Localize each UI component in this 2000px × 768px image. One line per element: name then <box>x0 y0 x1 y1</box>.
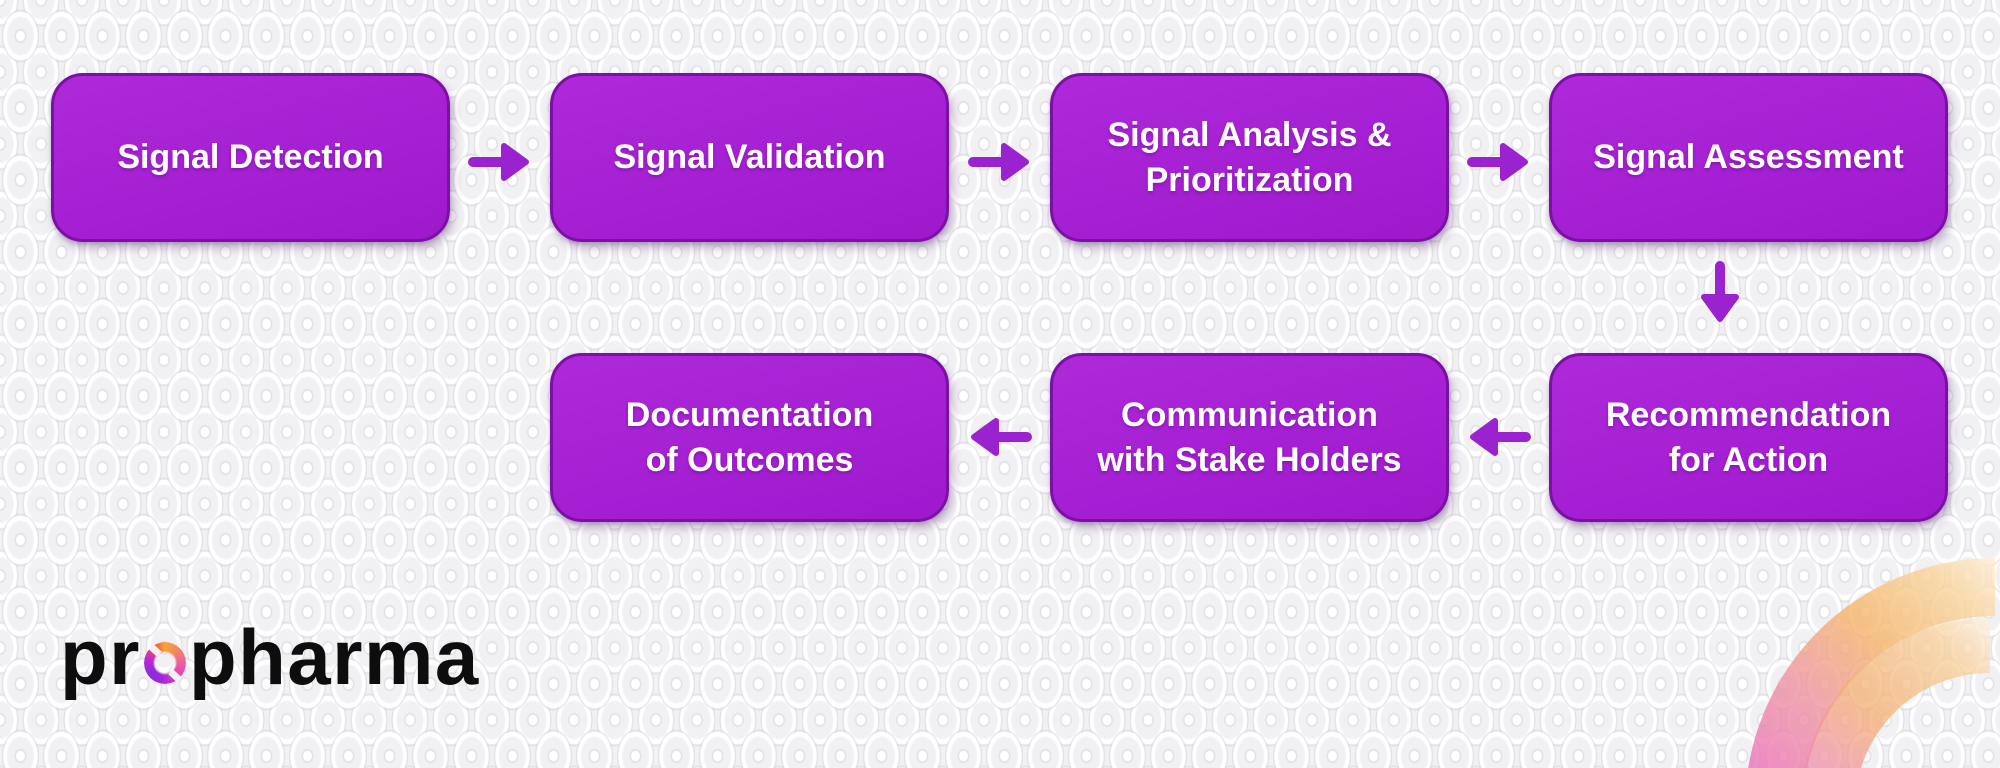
corner-arc-decoration <box>1748 558 1995 768</box>
flow-box-label: Signal Validation <box>613 138 886 177</box>
arrow-right-icon <box>468 143 529 181</box>
flow-box-label: Signal Analysis & <box>1107 116 1392 155</box>
flow-box-signal-detection: Signal Detection <box>51 73 450 242</box>
flow-box-communication-with-stake-holders: Communication with Stake Holders <box>1050 353 1449 522</box>
flow-box-label: of Outcomes <box>645 440 854 479</box>
flow-box-documentation-of-outcomes: Documentation of Outcomes <box>550 353 949 522</box>
flow-box-signal-validation: Signal Validation <box>550 73 949 242</box>
flow-box-signal-assessment: Signal Assessment <box>1549 73 1948 242</box>
flow-box-label: Communication <box>1121 396 1378 435</box>
flow-box-recommendation-for-action: Recommendation for Action <box>1549 353 1948 522</box>
flow-box-label: Documentation <box>625 396 874 435</box>
arrow-left-icon <box>971 418 1032 456</box>
logo-text-pr: pr <box>60 613 141 701</box>
flow-box-label: Recommendation <box>1605 396 1892 435</box>
logo-text-pharma: pharma <box>189 613 480 701</box>
flow-box-label: Signal Detection <box>117 138 384 177</box>
flow-box-label: Signal Assessment <box>1593 138 1904 177</box>
flow-box-label: with Stake Holders <box>1097 440 1402 479</box>
arrow-right-icon <box>968 143 1029 181</box>
flow-box-signal-analysis-prioritization: Signal Analysis & Prioritization <box>1050 73 1449 242</box>
arrow-right-icon <box>1467 143 1528 181</box>
logo-o-ring-icon <box>144 642 186 684</box>
arrow-left-icon <box>1470 418 1531 456</box>
arrow-down-icon <box>1701 261 1739 322</box>
flow-box-label: for Action <box>1668 440 1829 479</box>
propharma-logo: pr pharma <box>60 612 480 703</box>
flow-box-label: Prioritization <box>1145 160 1354 199</box>
